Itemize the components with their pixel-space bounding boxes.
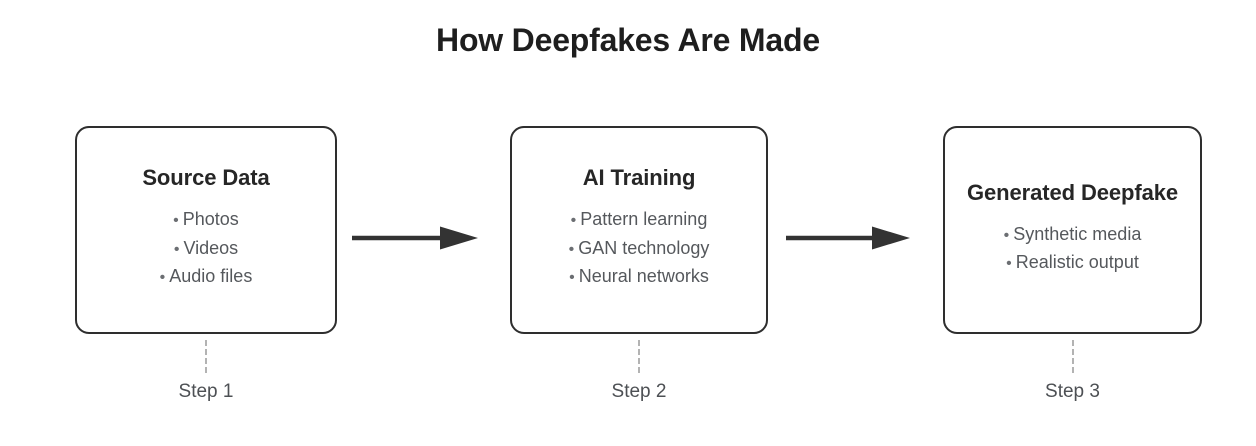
step-card-title: Generated Deepfake — [967, 179, 1178, 205]
bullet-dot-icon: • — [569, 269, 575, 287]
step-label: Step 3 — [1045, 381, 1100, 402]
list-item: •Audio files — [160, 262, 253, 290]
step-card-title: AI Training — [582, 165, 696, 191]
bullet-dot-icon: • — [568, 240, 575, 258]
process-flow-diagram: Source Data •Photos •Videos •Audio files… — [0, 126, 1256, 426]
process-step-2: AI Training •Pattern learning •GAN techn… — [510, 126, 768, 403]
list-item: •Pattern learning — [569, 205, 710, 233]
bullet-dot-icon: • — [173, 240, 180, 258]
process-step-3: Generated Deepfake •Synthetic media •Rea… — [943, 126, 1202, 403]
step-label: Step 2 — [611, 381, 667, 402]
list-item-label: Pattern learning — [580, 209, 708, 230]
step-connector-dashed-line — [205, 340, 207, 373]
bullet-dot-icon: • — [159, 269, 166, 287]
list-item-label: Videos — [183, 237, 239, 258]
bullet-dot-icon: • — [570, 212, 577, 230]
step-label: Step 1 — [178, 381, 234, 402]
step-card-ai-training[interactable]: AI Training •Pattern learning •GAN techn… — [510, 126, 768, 334]
step-bullet-list: •Photos •Videos •Audio files — [160, 205, 253, 290]
arrow-step2-to-step3-icon — [786, 226, 910, 250]
list-item-label: Realistic output — [1015, 251, 1139, 272]
list-item: •Realistic output — [1004, 248, 1142, 276]
step-card-source-data[interactable]: Source Data •Photos •Videos •Audio files — [75, 126, 337, 334]
step-card-generated-deepfake[interactable]: Generated Deepfake •Synthetic media •Rea… — [943, 126, 1202, 334]
step-bullet-list: •Synthetic media •Realistic output — [1004, 220, 1142, 277]
list-item-label: Audio files — [169, 266, 253, 287]
arrow-step1-to-step2-icon — [352, 226, 478, 250]
list-item: •Synthetic media — [1004, 220, 1142, 248]
step-connector-dashed-line — [638, 340, 640, 373]
list-item-label: GAN technology — [578, 237, 710, 258]
bullet-dot-icon: • — [1006, 254, 1012, 272]
step-connector-dashed-line — [1071, 340, 1074, 373]
list-item: •Neural networks — [569, 262, 710, 290]
list-item-label: Photos — [182, 209, 239, 230]
process-step-1: Source Data •Photos •Videos •Audio files… — [75, 126, 337, 403]
page-title: How Deepfakes Are Made — [436, 22, 820, 58]
list-item: •Videos — [160, 234, 253, 262]
bullet-dot-icon: • — [1003, 226, 1010, 244]
list-item-label: Synthetic media — [1013, 223, 1142, 244]
step-bullet-list: •Pattern learning •GAN technology •Neura… — [569, 205, 710, 290]
list-item: •Photos — [160, 205, 253, 233]
step-card-title: Source Data — [142, 165, 270, 191]
bullet-dot-icon: • — [173, 212, 179, 230]
list-item: •GAN technology — [569, 234, 710, 262]
list-item-label: Neural networks — [578, 266, 709, 287]
